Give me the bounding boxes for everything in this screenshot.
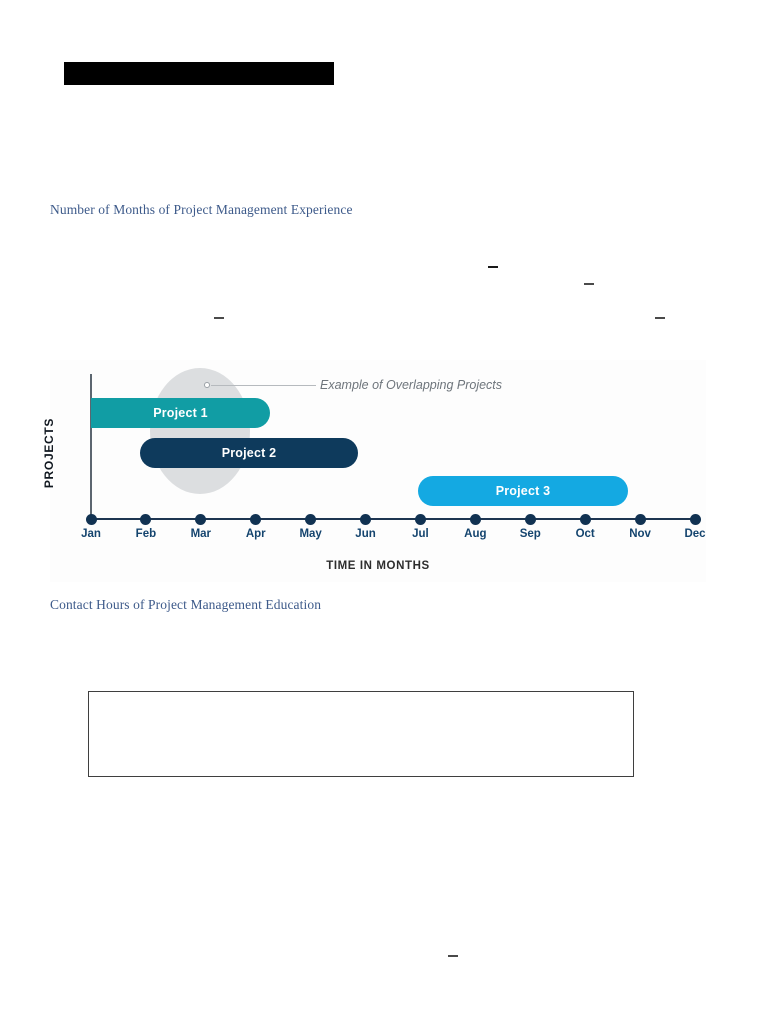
x-axis-tick-label: Jun	[355, 528, 376, 540]
x-axis-tick-dot	[634, 514, 646, 525]
x-axis-tick-dot	[360, 514, 372, 525]
x-axis-tick-dot	[689, 514, 701, 525]
gantt-bar-project-3[interactable]: Project 3	[418, 476, 628, 506]
y-axis-line	[90, 374, 92, 520]
x-axis-tick-label: Jan	[81, 528, 101, 540]
dash-artifact	[448, 955, 458, 957]
overlap-annotation-label: Example of Overlapping Projects	[320, 378, 503, 392]
callout-marker-icon	[204, 382, 210, 388]
dash-artifact	[214, 317, 224, 319]
x-axis-tick-dot	[524, 514, 536, 525]
gantt-bar-label: Project 2	[221, 446, 277, 460]
redacted-header-bar	[64, 62, 334, 85]
x-axis-tick-label: Nov	[629, 528, 651, 540]
x-axis-tick-dot	[250, 514, 262, 525]
x-axis-tick-dot	[469, 514, 481, 525]
x-axis-tick-dot	[305, 514, 317, 525]
x-axis-tick-label: Apr	[245, 528, 266, 540]
x-axis-tick-dot	[85, 514, 97, 525]
x-axis-title: TIME IN MONTHS	[326, 560, 430, 572]
x-axis-tick-label: Mar	[190, 528, 212, 540]
x-axis-tick-dot	[579, 514, 591, 525]
x-axis-tick-label: Oct	[575, 528, 595, 540]
x-axis-tick-label: Sep	[519, 528, 541, 540]
gantt-chart: PROJECTS Example of Overlapping Projects…	[42, 360, 706, 582]
callout-leader-line	[211, 385, 316, 387]
answer-input-box[interactable]	[88, 691, 634, 777]
gantt-bar-project-1[interactable]: Project 1	[91, 398, 270, 428]
x-axis-line	[91, 518, 695, 521]
dash-artifact	[584, 283, 594, 285]
x-axis-tick-label: Dec	[684, 528, 706, 540]
x-axis-tick-dot	[195, 514, 207, 525]
y-axis-title: PROJECTS	[42, 417, 56, 489]
overlap-highlight-ellipse	[150, 368, 250, 494]
x-axis-tick-label: Aug	[464, 528, 487, 540]
x-axis-tick-label: May	[299, 528, 322, 540]
gantt-bar-label: Project 1	[153, 406, 208, 420]
dash-artifact	[655, 317, 665, 319]
gantt-bar-project-2[interactable]: Project 2	[140, 438, 358, 468]
dash-artifact	[488, 266, 498, 268]
x-axis-tick-label: Jul	[412, 528, 429, 540]
x-axis-tick-dot	[414, 514, 426, 525]
field-label-contact-hours: Contact Hours of Project Management Educ…	[50, 597, 322, 612]
x-axis-tick-dot	[140, 514, 152, 525]
x-axis-tick-label: Feb	[135, 528, 157, 540]
gantt-bar-label: Project 3	[495, 484, 551, 498]
field-label-months-experience: Number of Months of Project Management E…	[50, 202, 353, 217]
